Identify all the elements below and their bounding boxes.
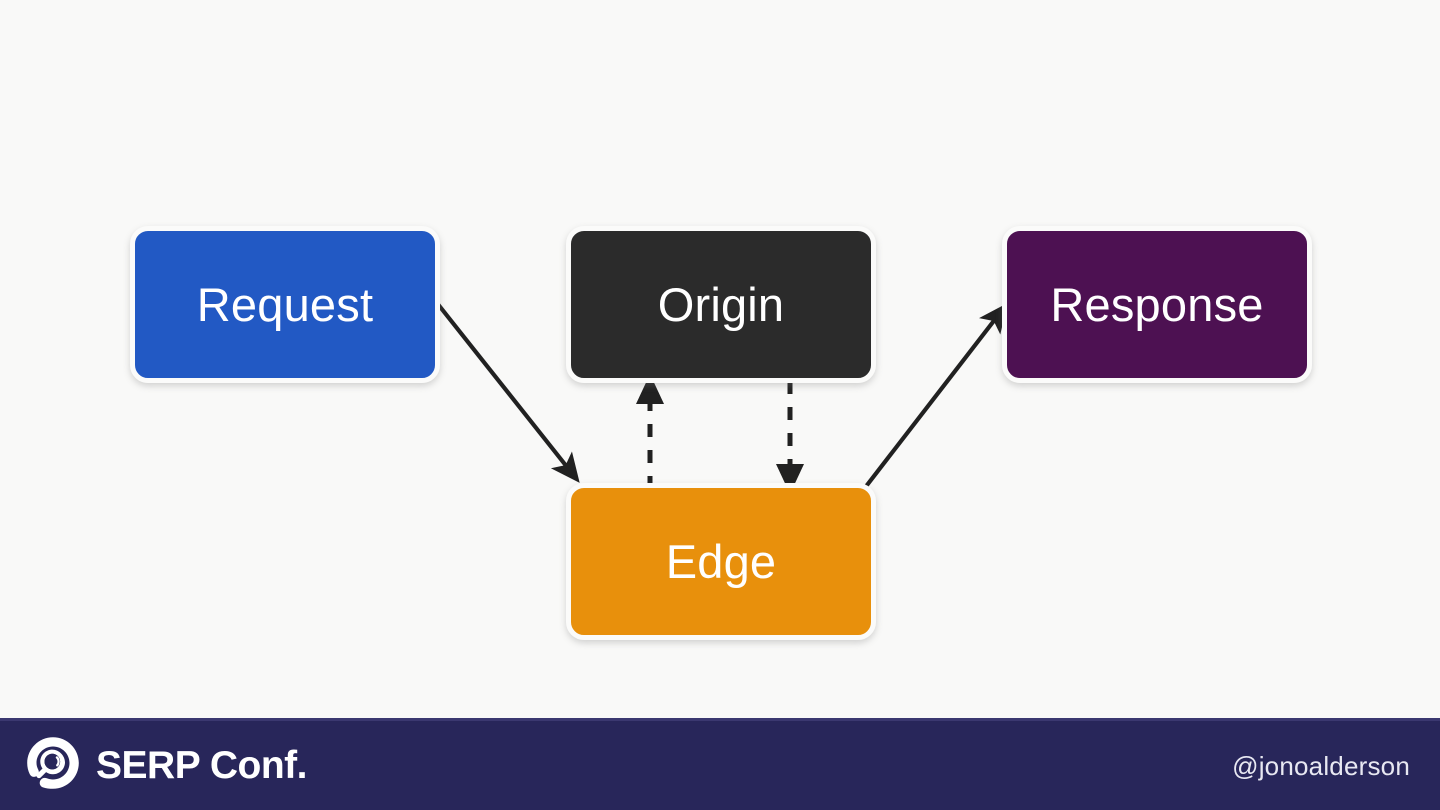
diagram-node-edge[interactable]: Edge [566, 483, 876, 640]
node-label-response: Response [1050, 278, 1264, 331]
footer-social-handle: @jonoalderson [1232, 750, 1410, 781]
footer-brand-name: SERP Conf. [96, 744, 307, 787]
slide-footer: SERP Conf. @jonoalderson [0, 718, 1440, 810]
node-label-origin: Origin [657, 278, 785, 331]
footer-brand: SERP Conf. [26, 736, 307, 795]
arrow-request-to-edge [435, 301, 580, 483]
diagram-node-origin[interactable]: Origin [566, 226, 876, 383]
flow-diagram: Request Origin Response Edge [130, 226, 1312, 640]
diagram-node-response[interactable]: Response [1002, 226, 1312, 383]
magnifier-circle-logo-icon [26, 736, 80, 795]
node-label-edge: Edge [665, 535, 777, 588]
arrow-edge-to-response [862, 303, 1008, 491]
diagram-node-request[interactable]: Request [130, 226, 440, 383]
node-label-request: Request [196, 278, 374, 331]
